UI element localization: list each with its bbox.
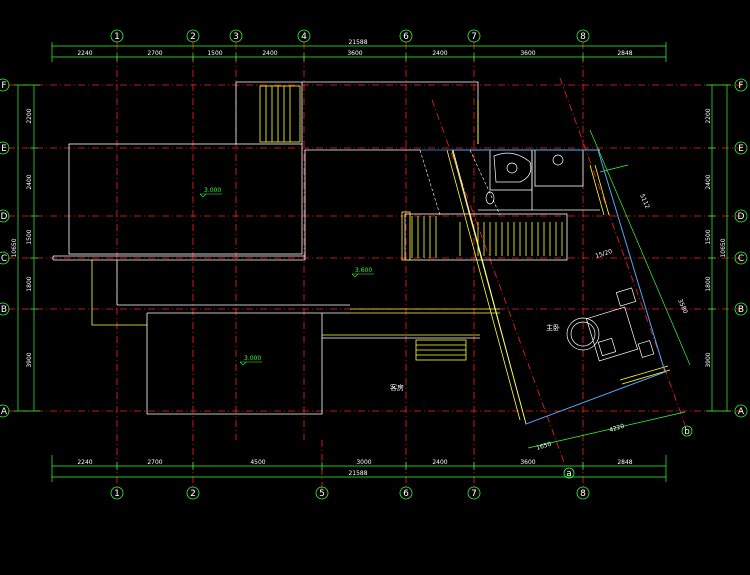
top-dim: 2400	[432, 50, 447, 57]
axis-label-left-B: B	[1, 305, 7, 315]
bottom-dim: 2240	[77, 459, 92, 466]
axis-label-left-F: F	[1, 81, 6, 91]
top-dim: 1500	[207, 50, 222, 57]
top-dimension-text: 21588 2240 2700 1500 2400 3600 2400 3600…	[77, 39, 632, 57]
room-labels: 客房 主卧	[390, 323, 560, 392]
axis-label-rotated-a: a	[566, 469, 572, 479]
axis-label-bottom-6: 6	[403, 489, 409, 499]
axis-label-left-A: A	[1, 407, 8, 417]
axis-label-top-3: 3	[233, 32, 239, 42]
axis-label-left-D: D	[1, 212, 8, 222]
left-total-dim: 10650	[11, 238, 18, 257]
axis-label-left-C: C	[1, 254, 7, 264]
axis-label-top-1: 1	[114, 32, 120, 42]
right-dim: 1500	[705, 229, 712, 244]
bottom-dim: 2848	[617, 459, 632, 466]
bottom-dim: 2700	[147, 459, 162, 466]
axis-label-bottom-8: 8	[580, 489, 586, 499]
axis-label-right-D: D	[738, 212, 745, 222]
axis-labels: 1 2 3 4 6 7 8 1 2 5 6 7 8 F E D C B A F …	[1, 32, 745, 499]
accent-lines	[420, 149, 666, 425]
hidden-lines	[419, 149, 501, 216]
top-dim: 3600	[520, 50, 535, 57]
axis-label-top-7: 7	[471, 32, 477, 42]
left-dimension-text: 2200 2400 1500 1800 3900 10650	[11, 108, 33, 367]
bottom-dim: 3000	[356, 459, 371, 466]
level-mark: 3.000	[204, 187, 221, 194]
level-mark: 3.000	[244, 355, 261, 362]
dimension-lines	[14, 42, 731, 482]
top-dim: 2400	[262, 50, 277, 57]
axis-label-bottom-2: 2	[190, 489, 196, 499]
axis-label-left-E: E	[1, 144, 7, 154]
top-total-dim: 21588	[348, 39, 367, 46]
level-marks: 3.000 3.600 3.000	[199, 187, 374, 366]
axis-label-bottom-1: 1	[114, 489, 120, 499]
axis-bubbles	[0, 29, 748, 500]
right-dim: 1800	[705, 276, 712, 291]
axis-label-right-A: A	[738, 407, 745, 417]
axis-label-bottom-5: 5	[319, 489, 325, 499]
axis-label-top-6: 6	[403, 32, 409, 42]
level-mark: 3.600	[355, 267, 372, 274]
axis-label-top-2: 2	[190, 32, 196, 42]
rotated-dim: 4220	[609, 423, 626, 434]
rotated-dimension-text: 5112 4220 1650 3580 15/20	[536, 193, 689, 452]
stair-treads	[411, 216, 563, 258]
bottom-dimension-text: 2240 2700 4500 3000 2400 3600 2848 21588	[77, 459, 632, 477]
bottom-dim: 2400	[432, 459, 447, 466]
left-dim: 3900	[26, 352, 33, 367]
top-dim: 3600	[347, 50, 362, 57]
top-dim: 2848	[617, 50, 632, 57]
axis-label-right-B: B	[738, 305, 744, 315]
right-dim: 2200	[705, 108, 712, 123]
windows-stairs	[91, 85, 671, 421]
right-dim: 2400	[705, 174, 712, 189]
rotated-dim: 15/20	[595, 248, 614, 260]
fixtures	[485, 152, 655, 362]
axis-label-right-C: C	[738, 254, 744, 264]
bottom-total-dim: 21588	[348, 470, 367, 477]
axis-label-top-4: 4	[301, 32, 307, 42]
left-dim: 2200	[26, 108, 33, 123]
bottom-dim: 4500	[250, 459, 265, 466]
left-dim: 2400	[26, 174, 33, 189]
axis-label-bottom-7: 7	[471, 489, 477, 499]
right-total-dim: 10650	[720, 238, 727, 257]
left-dim: 1800	[26, 276, 33, 291]
walls	[52, 81, 666, 425]
top-dim: 2700	[147, 50, 162, 57]
bottom-dim: 3600	[520, 459, 535, 466]
axis-label-top-8: 8	[580, 32, 586, 42]
top-dim: 2240	[77, 50, 92, 57]
right-dim: 3900	[705, 352, 712, 367]
axis-label-right-F: F	[738, 81, 743, 91]
rotated-dim: 3580	[676, 298, 689, 315]
room-label-master: 主卧	[546, 323, 560, 332]
rotated-dim: 5112	[638, 193, 651, 210]
axis-label-right-E: E	[738, 144, 744, 154]
right-dimension-text: 2200 2400 1500 1800 3900 10650	[705, 108, 727, 367]
left-dim: 1500	[26, 229, 33, 244]
axis-label-rotated-b: b	[684, 427, 690, 437]
room-label-guest: 客房	[390, 383, 404, 392]
rotated-dim: 1650	[536, 441, 553, 452]
